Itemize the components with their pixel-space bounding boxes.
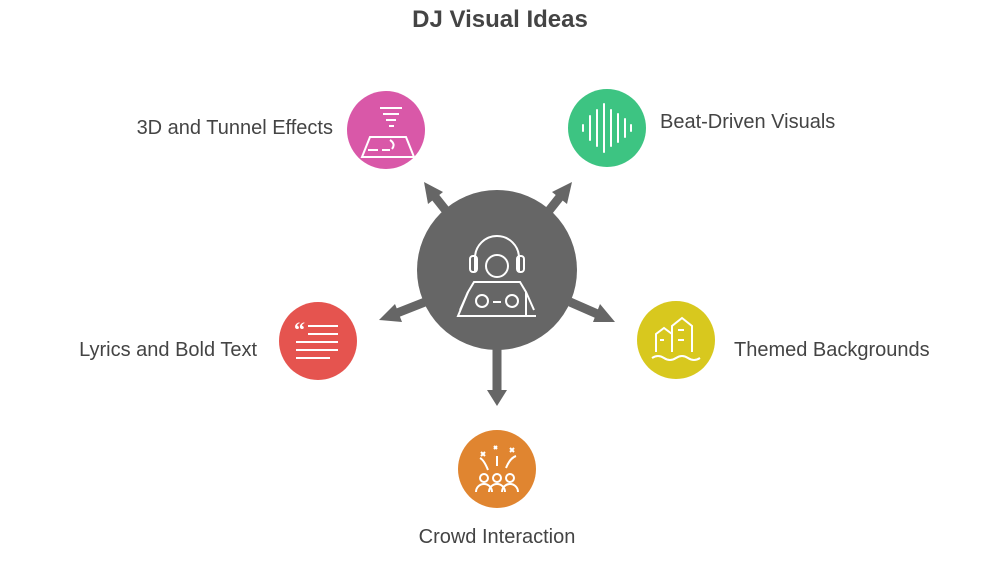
idea-label-lyrics: Lyrics and Bold Text (79, 339, 257, 361)
idea-label-crowd: Crowd Interaction (418, 526, 576, 548)
idea-node-3d-tunnel (347, 91, 425, 169)
idea-node-beat-driven (568, 89, 646, 167)
crowd-fireworks-icon (475, 445, 519, 493)
dj-console-icon (456, 235, 536, 317)
center-node (417, 190, 577, 350)
arrow-to-lyrics (379, 297, 427, 322)
idea-node-themed (637, 301, 715, 379)
sound-wave-icon (582, 103, 632, 153)
city-waves-icon (651, 316, 701, 361)
idea-label-3d-tunnel: 3D and Tunnel Effects (136, 117, 333, 139)
arrow-to-themed (568, 297, 615, 322)
tornado-tunnel-icon (360, 107, 416, 158)
page-title: DJ Visual Ideas (412, 6, 588, 33)
idea-label-beat-driven: Beat-Driven Visuals (660, 111, 836, 133)
svg-text:“: “ (294, 317, 305, 342)
idea-node-crowd (458, 430, 536, 508)
idea-label-themed: Themed Backgrounds (734, 339, 930, 361)
idea-node-lyrics: “ (279, 302, 357, 380)
quote-text-icon: “ (294, 317, 338, 359)
